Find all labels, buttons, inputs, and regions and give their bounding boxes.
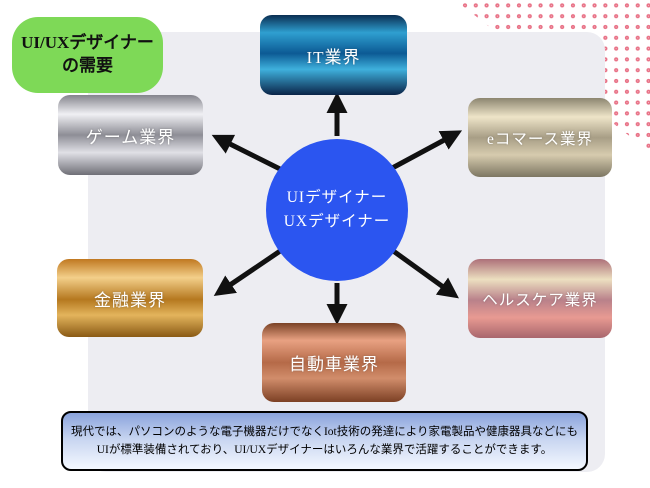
title-badge: UI/UXデザイナー の需要 [12,17,163,93]
industry-label-game: ゲーム業界 [85,127,176,147]
industry-node-finance: 金融業界 [57,259,203,337]
industry-label-automotive: 自動車業界 [289,355,379,374]
title-line-2: の需要 [62,56,113,75]
center-node-line-2: UXデザイナー [283,213,391,230]
note-line-1: 現代では、パソコンのような電子機器だけでなくIot技術の発達により家電製品や健康… [70,425,579,438]
industry-node-it: IT業界 [260,15,407,95]
industry-label-finance: 金融業界 [94,290,166,310]
description-note: 現代では、パソコンのような電子機器だけでなくIot技術の発達により家電製品や健康… [61,411,588,471]
industry-node-automotive: 自動車業界 [262,323,406,402]
industry-label-healthcare: ヘルスケア業界 [482,291,598,309]
title-line-1: UI/UXデザイナー [21,33,154,53]
industry-node-healthcare: ヘルスケア業界 [468,259,612,338]
industry-node-ecommerce: eコマース業界 [468,98,612,177]
note-line-2: UIが標準装備されており、UI/UXデザイナーはいろんな業界で活躍することができ… [96,444,553,456]
center-node-line-1: UIデザイナー [286,188,388,206]
industry-node-game: ゲーム業界 [58,95,203,175]
industry-label-it: IT業界 [306,47,361,67]
center-node: UIデザイナー UXデザイナー [266,139,408,281]
industry-label-ecommerce: eコマース業界 [486,130,594,148]
